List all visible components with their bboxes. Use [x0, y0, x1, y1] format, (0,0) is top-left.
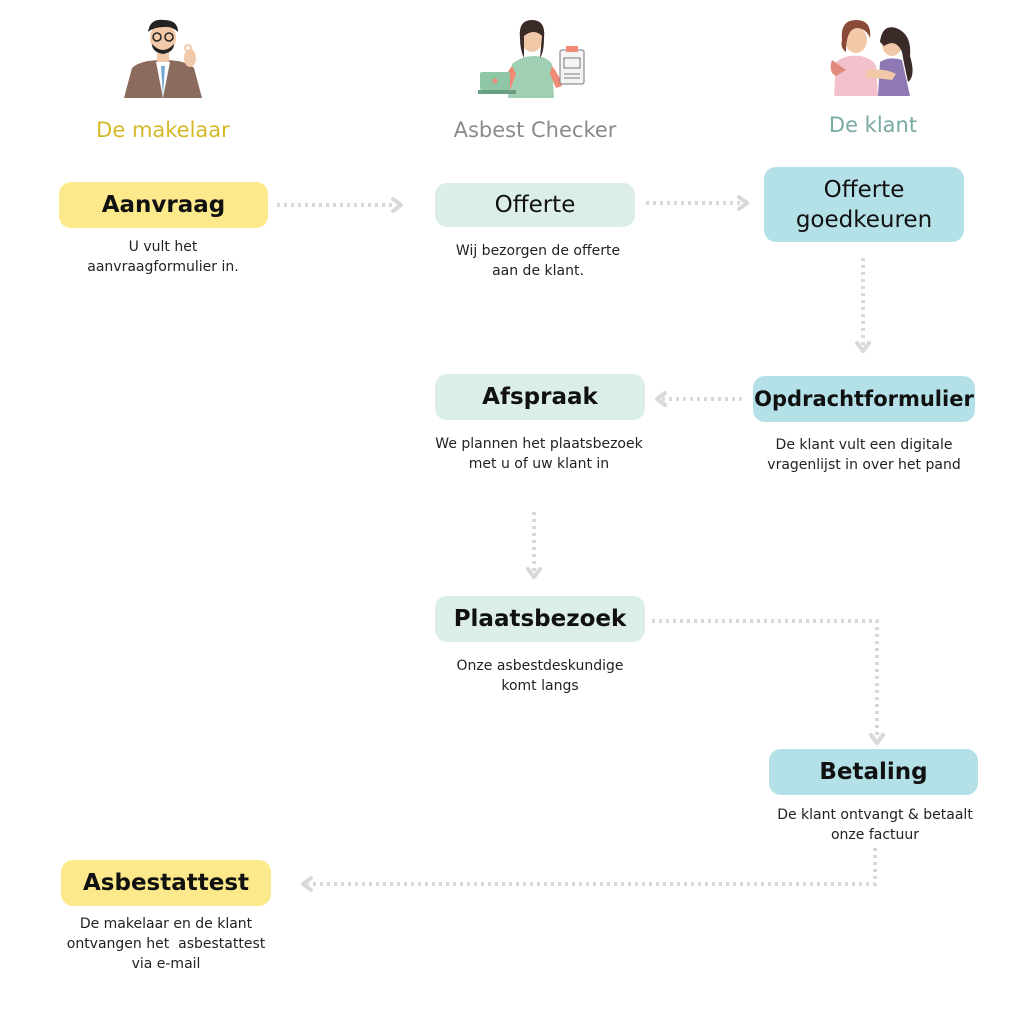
step-offerte-goedkeuren: Offerte goedkeuren	[764, 167, 964, 242]
step-opdrachtformulier: Opdrachtformulier	[753, 376, 975, 422]
step-offerte: Offerte	[435, 183, 635, 227]
klant-illustration	[830, 20, 913, 96]
arrow-plaatsbezoek-to-betaling	[652, 619, 879, 738]
step-offerte-desc: Wij bezorgen de offerte aan de klant.	[455, 243, 621, 279]
column-title-makelaar: De makelaar	[96, 118, 230, 142]
step-offerte-goedkeuren-title: Offerte goedkeuren	[795, 176, 933, 233]
step-aanvraag-desc: U vult het aanvraagformulier in.	[87, 239, 239, 275]
step-asbestattest-desc: De makelaar en de klant ontvangen het as…	[66, 916, 270, 972]
step-opdrachtformulier-title: Opdrachtformulier	[754, 387, 974, 411]
step-offerte-title: Offerte	[494, 192, 576, 218]
step-aanvraag-title: Aanvraag	[101, 192, 226, 218]
column-title-asbest-checker: Asbest Checker	[453, 118, 617, 142]
step-aanvraag: Aanvraag	[59, 182, 268, 228]
checker-illustration	[478, 20, 585, 98]
makelaar-illustration	[124, 19, 202, 98]
step-opdrachtformulier-desc: De klant vult een digitale vragenlijst i…	[767, 437, 961, 473]
step-betaling: Betaling	[769, 749, 978, 795]
step-afspraak-desc: We plannen het plaatsbezoek met u of uw …	[435, 436, 643, 472]
column-title-klant: De klant	[828, 113, 918, 137]
step-plaatsbezoek: Plaatsbezoek	[435, 596, 645, 642]
step-plaatsbezoek-title: Plaatsbezoek	[453, 606, 627, 632]
step-afspraak: Afspraak	[435, 374, 645, 420]
step-betaling-title: Betaling	[819, 759, 928, 785]
step-afspraak-title: Afspraak	[482, 384, 598, 410]
step-asbestattest-title: Asbestattest	[82, 870, 250, 896]
arrow-betaling-to-asbestattest	[308, 848, 877, 886]
step-betaling-desc: De klant ontvangt & betaalt onze factuur	[777, 807, 973, 843]
step-plaatsbezoek-desc: Onze asbestdeskundige komt langs	[456, 658, 624, 694]
step-asbestattest: Asbestattest	[61, 860, 271, 906]
